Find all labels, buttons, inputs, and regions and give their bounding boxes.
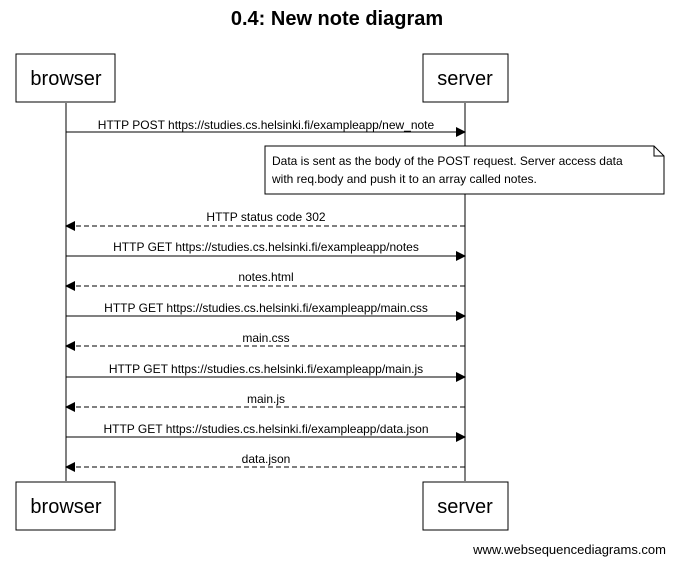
participant-label: browser bbox=[30, 68, 101, 90]
message: HTTP GET https://studies.cs.helsinki.fi/… bbox=[66, 301, 466, 321]
message: HTTP GET https://studies.cs.helsinki.fi/… bbox=[66, 422, 466, 442]
note-line-1: Data is sent as the body of the POST req… bbox=[272, 154, 623, 168]
message: HTTP GET https://studies.cs.helsinki.fi/… bbox=[66, 362, 466, 382]
message: HTTP POST https://studies.cs.helsinki.fi… bbox=[66, 118, 466, 137]
participant-label: server bbox=[437, 68, 493, 90]
participant-server-top: server bbox=[422, 53, 509, 103]
message-label: HTTP GET https://studies.cs.helsinki.fi/… bbox=[103, 422, 428, 436]
note-line-2: with req.body and push it to an array ca… bbox=[271, 172, 537, 186]
message: main.js bbox=[65, 392, 465, 412]
participant-label: browser bbox=[30, 496, 101, 518]
participant-browser-bottom: browser bbox=[15, 481, 116, 531]
participant-server-bottom: server bbox=[422, 481, 509, 531]
note: Data is sent as the body of the POST req… bbox=[264, 145, 665, 195]
diagram-title: 0.4: New note diagram bbox=[230, 8, 444, 30]
watermark: www.websequencediagrams.com bbox=[473, 542, 666, 557]
participant-label: server bbox=[437, 496, 493, 518]
message-label: HTTP GET https://studies.cs.helsinki.fi/… bbox=[104, 301, 428, 315]
message-label: HTTP GET https://studies.cs.helsinki.fi/… bbox=[113, 240, 419, 254]
participant-browser-top: browser bbox=[15, 53, 116, 103]
message-label: HTTP status code 302 bbox=[206, 210, 326, 224]
message: data.json bbox=[65, 452, 465, 472]
message-label: main.js bbox=[247, 392, 285, 406]
message: notes.html bbox=[65, 270, 465, 291]
message: HTTP GET https://studies.cs.helsinki.fi/… bbox=[66, 240, 466, 261]
message: HTTP status code 302 bbox=[65, 210, 465, 231]
message-label: notes.html bbox=[238, 270, 293, 284]
message-label: HTTP GET https://studies.cs.helsinki.fi/… bbox=[109, 362, 423, 376]
message-label: main.css bbox=[242, 331, 289, 345]
message: main.css bbox=[65, 331, 465, 351]
message-label: HTTP POST https://studies.cs.helsinki.fi… bbox=[98, 118, 435, 132]
message-label: data.json bbox=[242, 452, 291, 466]
